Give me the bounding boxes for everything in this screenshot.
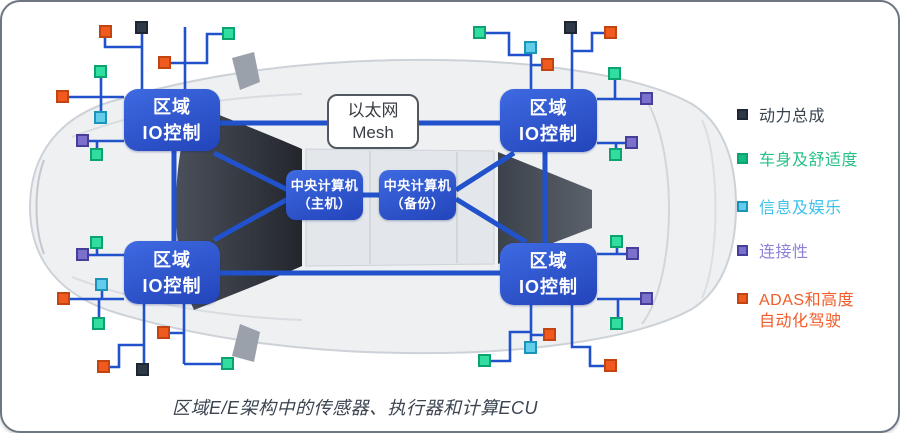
- sensor-body: [608, 67, 621, 80]
- sensor-body: [90, 148, 103, 161]
- cpu-main-line1: 中央计算机: [290, 178, 359, 193]
- sensor-infotainment: [524, 341, 537, 354]
- zone-io-controller-bottom-right: 区域 IO控制: [500, 243, 597, 305]
- sensor-adas: [97, 360, 110, 373]
- zone-label-line2: IO控制: [142, 275, 202, 296]
- ethernet-mesh-backbone: [171, 120, 548, 276]
- legend-item-powertrain: 动力总成: [737, 106, 825, 127]
- sensor-connectivity: [640, 92, 653, 105]
- sensor-adas: [604, 359, 617, 372]
- sensor-adas: [604, 26, 617, 39]
- sensor-connectivity: [76, 134, 89, 147]
- harness-top-left: [69, 27, 223, 149]
- sensor-powertrain: [136, 363, 149, 376]
- body-comfort-swatch-icon: [737, 153, 748, 164]
- harness-bottom-right: [490, 248, 641, 368]
- zone-io-controller-top-left: 区域 IO控制: [124, 89, 220, 151]
- legend-item-infotainment: 信息及娱乐: [737, 198, 842, 219]
- adas-swatch-icon: [737, 293, 748, 304]
- figure-caption: 区域E/E架构中的传感器、执行器和计算ECU: [171, 398, 538, 418]
- cpu-backup-line2: （备份）: [390, 196, 445, 211]
- sensor-adas: [56, 90, 69, 103]
- sensor-nodes: [56, 21, 653, 376]
- sensor-body: [478, 354, 491, 367]
- sensor-powertrain: [135, 21, 148, 34]
- sensor-connectivity: [76, 248, 89, 261]
- sensor-body: [473, 26, 486, 39]
- sensor-adas: [543, 328, 556, 341]
- central-computer-backup: 中央计算机 （备份）: [379, 170, 456, 220]
- sensor-connectivity: [626, 247, 639, 260]
- powertrain-swatch-icon: [737, 109, 748, 120]
- sensor-adas: [57, 292, 70, 305]
- legend-label: 信息及娱乐: [759, 200, 842, 217]
- sensor-powertrain: [564, 21, 577, 34]
- central-computer-main: 中央计算机 （主机）: [286, 170, 363, 220]
- sensor-harness-lines: [69, 27, 641, 369]
- sensor-body: [94, 65, 107, 78]
- legend-item-connectivity: 连接性: [737, 242, 809, 263]
- sensor-connectivity: [640, 292, 653, 305]
- zone-label-line1: 区域: [153, 97, 191, 117]
- sensor-adas: [99, 25, 112, 38]
- sensor-body: [610, 317, 623, 330]
- cpu-backup-line1: 中央计算机: [383, 178, 452, 193]
- sensor-body: [222, 27, 235, 40]
- sensor-adas: [157, 326, 170, 339]
- zone-label-line2: IO控制: [518, 123, 578, 144]
- harness-bottom-left: [70, 249, 222, 369]
- mesh-label-line2: Mesh: [352, 122, 394, 142]
- diag-tl-to-main: [212, 150, 290, 193]
- legend-label: 动力总成: [759, 108, 826, 125]
- trunk-arc-1: [641, 93, 670, 325]
- mesh-label-line1: 以太网: [347, 100, 399, 120]
- zone-io-controller-top-right: 区域 IO控制: [500, 89, 597, 152]
- infotainment-swatch-icon: [737, 201, 748, 212]
- zone-label-line1: 区域: [153, 249, 191, 270]
- zone-label-line2: IO控制: [518, 277, 578, 297]
- sensor-adas: [541, 58, 554, 71]
- legend-item-body-comfort: 车身及舒适度: [737, 150, 858, 171]
- sensor-infotainment: [95, 278, 108, 291]
- legend: 动力总成 车身及舒适度 信息及娱乐 连接性 ADAS和高度 自动化驾驶: [737, 2, 897, 431]
- legend-item-adas: ADAS和高度 自动化驾驶: [737, 290, 854, 332]
- sensor-body: [221, 357, 234, 370]
- sensor-body: [90, 236, 103, 249]
- diag-tr-to-backup: [454, 150, 516, 193]
- zone-label-line2: IO控制: [142, 123, 202, 143]
- harness-top-right: [486, 31, 641, 149]
- zone-io-controller-bottom-left: 区域 IO控制: [124, 241, 220, 304]
- legend-label: 连接性: [759, 244, 809, 261]
- legend-label: ADAS和高度 自动化驾驶: [759, 292, 855, 330]
- front-grille-arc: [35, 159, 45, 255]
- sensor-adas: [158, 56, 171, 69]
- sensor-infotainment: [524, 41, 537, 54]
- cpu-main-line2: （主机）: [297, 196, 352, 211]
- trunk-arc-2: [701, 119, 717, 299]
- ethernet-mesh-box: 以太网 Mesh: [327, 94, 419, 149]
- sensor-body: [92, 317, 105, 330]
- sensor-body: [609, 148, 622, 161]
- legend-label: 车身及舒适度: [759, 152, 859, 169]
- connectivity-swatch-icon: [737, 245, 748, 256]
- sensor-infotainment: [94, 111, 107, 124]
- side-mirror-bottom: [232, 324, 260, 362]
- diag-br-to-backup: [454, 196, 528, 245]
- sensor-connectivity: [625, 136, 638, 149]
- zone-label-line1: 区域: [529, 251, 568, 271]
- side-mirror-top: [232, 52, 260, 90]
- zone-label-line1: 区域: [529, 97, 568, 118]
- diag-bl-to-main: [212, 196, 290, 243]
- sensor-body: [610, 235, 623, 248]
